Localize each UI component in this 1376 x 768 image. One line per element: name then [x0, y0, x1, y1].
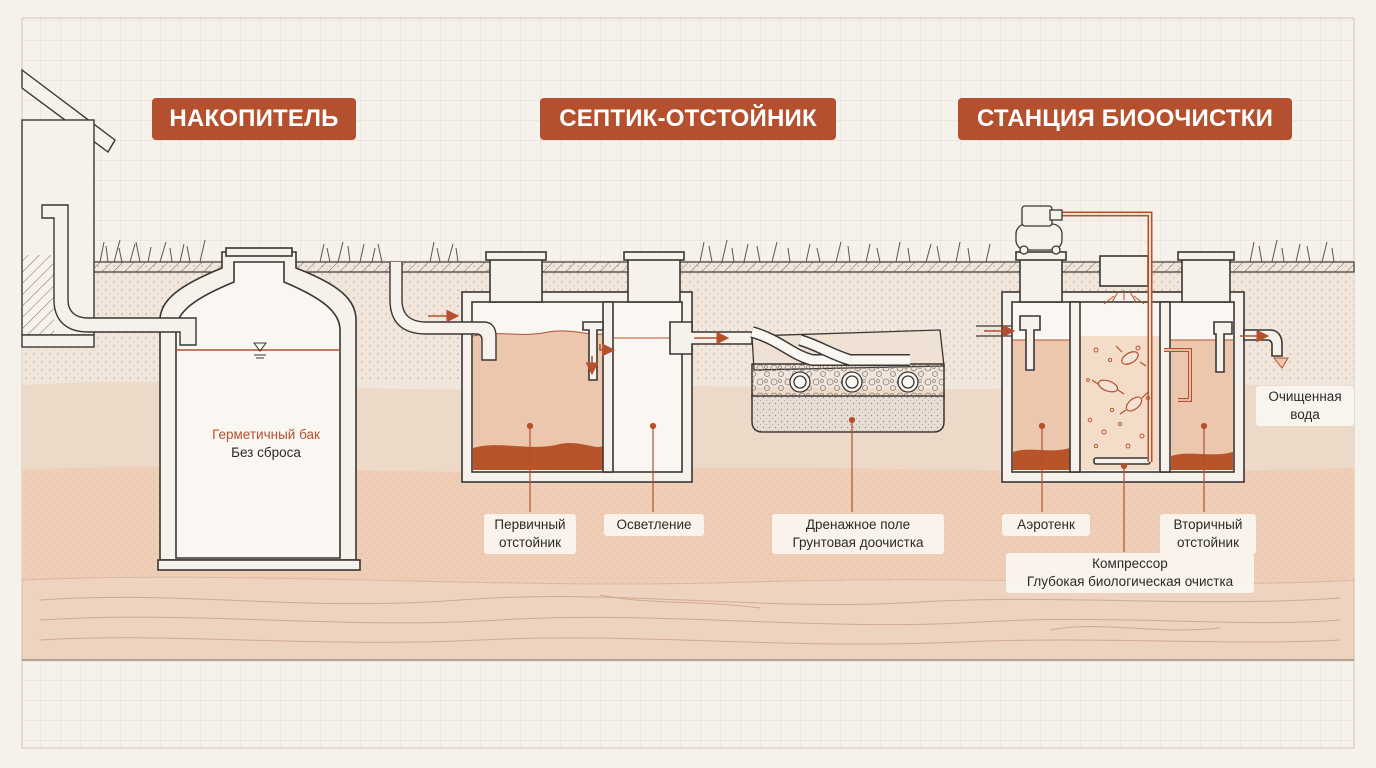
label-clarification: Осветление: [604, 514, 704, 536]
label-drain-field-line1: Дренажное поле: [805, 517, 911, 532]
wood-grain-lines: [39, 594, 1341, 645]
label-clarification-line1: Осветление: [616, 517, 692, 532]
drain-pipe-icon: [789, 371, 811, 393]
drain-pipe-icon: [897, 371, 919, 393]
label-sealed-tank: Герметичный бак Без сброса: [188, 424, 344, 464]
label-sealed-tank-title: Герметичный бак: [212, 427, 320, 442]
label-aerotank: Аэротенк: [1002, 514, 1090, 536]
label-secondary-settler-line1: Вторичный: [1173, 517, 1243, 532]
label-compressor-line2: Глубокая биологическая очистка: [1026, 574, 1234, 589]
compressor-icon: [1015, 205, 1063, 255]
label-clean-water: Очищенная вода: [1256, 386, 1354, 426]
label-secondary-settler-line2: отстойник: [1177, 535, 1239, 550]
bacteria-icon: [1091, 345, 1149, 415]
drain-pipe-icon: [841, 371, 863, 393]
label-primary-settler-line2: отстойник: [499, 535, 561, 550]
label-clean-water-line2: вода: [1290, 407, 1320, 422]
heading-septic: СЕПТИК-ОТСТОЙНИК: [540, 98, 836, 140]
heading-bio: СТАНЦИЯ БИООЧИСТКИ: [958, 98, 1292, 140]
label-drain-field: Дренажное поле Грунтовая доочистка: [772, 514, 944, 554]
drain-field: [750, 326, 945, 433]
label-sealed-tank-subtitle: Без сброса: [231, 445, 301, 460]
inlet-pipe: [41, 204, 197, 346]
label-compressor: Компрессор Глубокая биологическая очистк…: [1006, 553, 1254, 593]
septic-tank: [461, 251, 753, 483]
label-aerotank-line1: Аэротенк: [1017, 517, 1075, 532]
diffuser-spray: [1103, 290, 1145, 305]
air-pipe: [1062, 211, 1192, 462]
leader-lines: [526, 416, 1208, 552]
label-drain-field-line2: Грунтовая доочистка: [792, 535, 924, 550]
water-level-icon: [253, 342, 267, 352]
heading-storage: НАКОПИТЕЛЬ: [152, 98, 356, 140]
label-compressor-line1: Компрессор: [1092, 556, 1168, 571]
storage-tank: [157, 247, 361, 571]
grass-icon: [99, 239, 1335, 263]
label-secondary-settler: Вторичный отстойник: [1160, 514, 1256, 554]
septic-inlet-pipe: [389, 262, 497, 361]
bubbles: [1086, 345, 1151, 449]
label-primary-settler-line1: Первичный: [494, 517, 566, 532]
label-primary-settler: Первичный отстойник: [484, 514, 576, 554]
flow-arrow-icon: [599, 343, 616, 357]
label-clean-water-line1: Очищенная: [1268, 389, 1342, 404]
